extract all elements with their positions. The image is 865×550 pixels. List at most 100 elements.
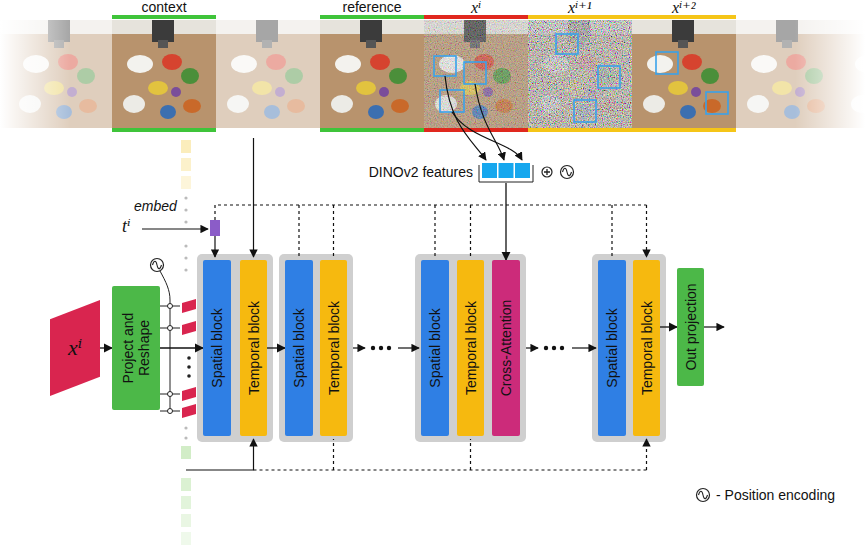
video-strip-part (216, 20, 320, 128)
block-chain-part (704, 326, 724, 327)
timestep-embedding-part (215, 205, 647, 220)
frame-fade-part (0, 20, 70, 128)
position-encoding-feed-part (168, 326, 173, 331)
frame-bars-part (320, 128, 424, 132)
position-encoding-feed-part (160, 271, 170, 410)
block-label: Cross-Attention (498, 300, 514, 396)
connector-arrow (660, 326, 677, 327)
timestep-embedding-part (214, 236, 215, 257)
token-column-part (181, 478, 191, 491)
patch-arrows-part (445, 76, 486, 160)
frame-bars-part (320, 15, 424, 19)
ellipsis-dots-part (371, 346, 375, 350)
block-label: Out projection (682, 283, 698, 370)
spatial-block: Spatial block (203, 260, 231, 436)
feature-label: DINOv2 features (369, 164, 473, 180)
token-column-part (181, 514, 191, 527)
video-strip (0, 20, 865, 128)
token-column-part (182, 299, 196, 313)
block-groups-part (592, 254, 666, 442)
connector-arrow (160, 347, 203, 348)
project-box: Project and Reshape (112, 286, 160, 410)
token-column-part (182, 404, 196, 418)
legend-text: - Position encoding (716, 487, 835, 503)
frame-noise-part (528, 20, 632, 128)
token-column-part (184, 268, 187, 271)
token-column-part (187, 356, 191, 360)
feature-squares-part (515, 163, 530, 178)
context-feed-part (186, 439, 254, 470)
patch-arrows (445, 76, 522, 160)
block-groups-part (279, 254, 353, 442)
frame-noise-part (424, 20, 528, 128)
legend-row: - Position encoding (695, 487, 835, 503)
token-column-part (181, 446, 191, 459)
token-column-part (184, 208, 187, 211)
video-strip-part (320, 20, 424, 128)
position-encoding-symbol (151, 259, 164, 272)
block-label: Spatial block (604, 308, 620, 387)
temporal-block: Temporal block (240, 260, 267, 436)
legend-symbol (695, 487, 711, 503)
plus-position-encoding (539, 161, 579, 183)
spatial-block: Spatial block (598, 260, 626, 436)
timestep-embedding-part (142, 228, 208, 229)
token-column-part (187, 374, 191, 378)
block-chain-part (353, 347, 365, 348)
block-groups-part (197, 254, 273, 442)
input-shape (50, 300, 100, 396)
patch-arrows-part (475, 84, 504, 160)
position-encoding-feed-part (168, 409, 173, 414)
token-column-part (187, 365, 191, 369)
timestep-label: tⁱ (122, 217, 131, 237)
block-label: Temporal block (245, 301, 261, 395)
video-strip-part (528, 20, 632, 128)
patch-boxes-part (598, 66, 620, 88)
block-label: Spatial block (291, 308, 307, 387)
feature-squares (478, 161, 534, 183)
frame-fade (0, 20, 865, 128)
patch-arrows-part (452, 112, 522, 160)
spatial-block: Spatial block (285, 260, 313, 436)
token-column-part (184, 196, 187, 199)
temporal-block: Temporal block (457, 260, 484, 436)
block-chain-part (526, 347, 538, 348)
frame-fade-part (216, 20, 320, 128)
position-encoding-feed-part (168, 392, 173, 397)
token-column-part (184, 256, 187, 259)
timestep-embedding-part (299, 205, 647, 257)
connector-arrow (267, 347, 285, 348)
block-label: Temporal block (325, 301, 341, 395)
temporal-block: Temporal block (320, 260, 347, 436)
patch-boxes-part (434, 56, 456, 76)
connector-arrow (505, 183, 506, 260)
video-strip-part (632, 20, 736, 128)
block-label: Spatial block (427, 308, 443, 387)
patch-boxes-part (706, 92, 728, 114)
temporal-block: Temporal block (633, 260, 660, 436)
frame-fade-part (795, 20, 865, 128)
ellipsis-dots-part (379, 346, 383, 350)
frame-label: xⁱ⁺² (672, 0, 696, 17)
ellipsis-dots-part (544, 346, 548, 350)
frame-label: xⁱ⁺¹ (568, 0, 592, 17)
frame-bars-part (112, 15, 216, 19)
position-encoding-feed-part (168, 304, 173, 309)
patch-boxes-part (574, 100, 596, 122)
timestep-embedding (142, 138, 647, 257)
patch-boxes-part (556, 34, 578, 54)
block-label: Project and Reshape (120, 293, 152, 403)
token-column-part (181, 158, 191, 171)
ellipsis-dots-part (387, 346, 391, 350)
ellipsis-dots-part (560, 346, 564, 350)
frame-label: reference (343, 0, 402, 15)
input-label: xⁱ (68, 335, 82, 361)
patch-boxes-part (656, 52, 678, 74)
token-column-part (181, 176, 191, 189)
patch-boxes-part (464, 62, 486, 84)
out-projection-box: Out projection (677, 268, 704, 386)
token-column-part (184, 426, 187, 429)
frame-bars-part (528, 15, 736, 19)
token-column (181, 140, 196, 545)
